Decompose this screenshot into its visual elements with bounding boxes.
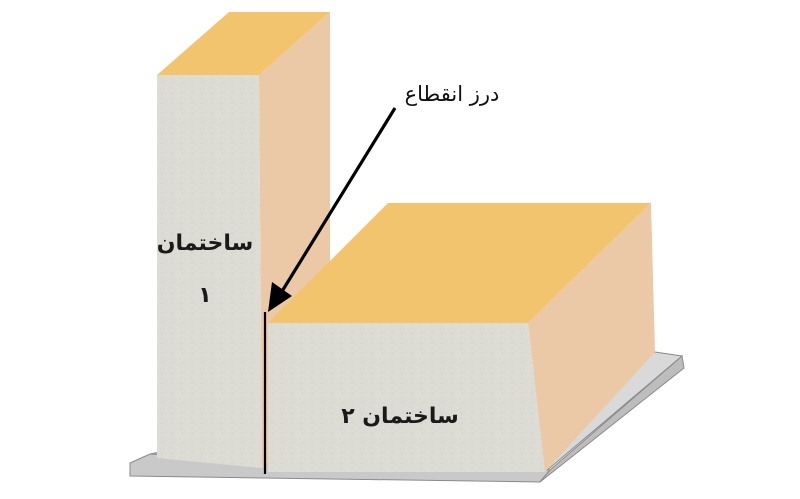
joint-arrow: [268, 107, 397, 312]
building-1-label-line2: ۱: [198, 283, 211, 308]
building-2-front: [268, 323, 545, 472]
building-1-front: [157, 75, 262, 468]
arrow-head: [268, 282, 292, 312]
joint-label: درز انقطاع: [405, 82, 500, 106]
building-1-label-line1: ساختمان: [157, 231, 254, 256]
base-slab-front-right: [539, 355, 685, 483]
building-2-side: [528, 203, 655, 472]
building-2-label: ساختمان ۲: [341, 404, 459, 429]
building-2-top: [268, 203, 651, 323]
building-1-top: [157, 12, 330, 75]
building-2: [268, 203, 655, 472]
